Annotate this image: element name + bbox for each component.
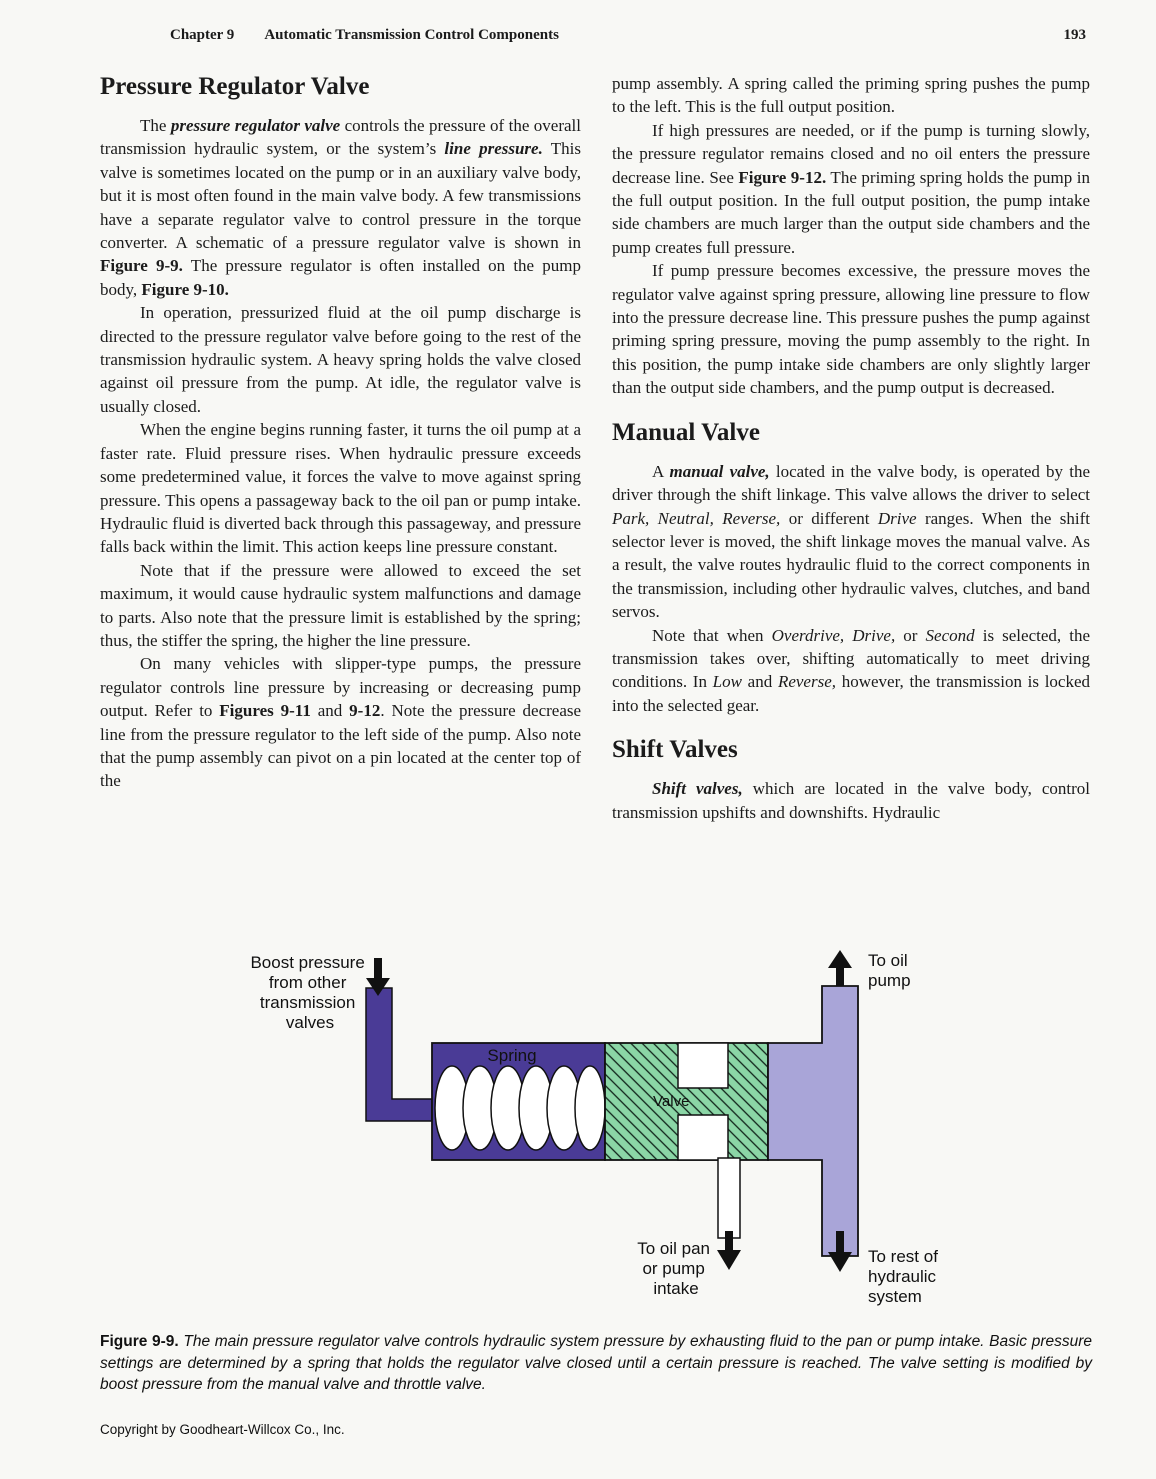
pressure-regulator-valve-schematic: Boost pressure from other transmission v…: [250, 950, 943, 1306]
text-run: is selected, the transmission takes over…: [612, 625, 1090, 692]
figure-9-9-diagram: Boost pressure from other transmission v…: [100, 948, 1056, 1320]
paragraph: pump assembly. A spring called the primi…: [612, 72, 1090, 119]
section-heading-shift-valves: Shift Valves: [612, 736, 738, 764]
text-run: Figure 9-9.: [100, 256, 183, 276]
running-header-left: Chapter 9 Automatic Transmission Control …: [170, 27, 559, 44]
text-run: and: [310, 701, 350, 721]
text-run: Figure 9-9.: [100, 1333, 184, 1350]
output-channel: [767, 985, 859, 1257]
text-run: Reverse,: [777, 672, 836, 692]
paragraph: The pressure regulator valve controls th…: [100, 114, 581, 301]
text-run: When the engine begins running faster, i…: [100, 420, 581, 557]
paragraph: If pump pressure becomes excessive, the …: [612, 259, 1090, 399]
right-column: pump assembly. A spring called the primi…: [612, 72, 1090, 824]
text-run: pressure regulator valve: [170, 116, 341, 135]
paragraph: In operation, pressurized fluid at the o…: [100, 301, 581, 418]
label-valve: Valve: [653, 1093, 689, 1110]
text-run: . Note the pressure decrease line from t…: [100, 701, 582, 791]
spring-loop: [574, 1065, 606, 1151]
text-run: however, the transmission is locked into…: [612, 672, 1091, 715]
to-rest-arrow: [828, 1231, 852, 1272]
text-run: The: [140, 116, 171, 135]
text-run: or: [895, 625, 926, 645]
text-run: Note that when: [652, 625, 772, 645]
text-run: A: [652, 461, 670, 481]
text-run: controls the pressure of the overall tra…: [100, 116, 581, 159]
text-run: This valve is sometimes located on the p…: [100, 139, 581, 253]
paragraph: Shift valves, which are located in the v…: [612, 777, 1090, 824]
text-run: If high pressures are needed, or if the …: [612, 120, 1090, 187]
to-oil-pan-arrow: [717, 1231, 741, 1270]
text-run: line pressure.: [444, 139, 543, 159]
label-boost-pressure: Boost pressure from other transmission v…: [250, 953, 369, 1032]
text-run: which are located in the valve body, con…: [612, 779, 1090, 822]
text-run: Drive: [877, 508, 917, 528]
boost-pressure-arrow: [366, 958, 390, 996]
text-run: ranges. When the shift selector lever is…: [612, 508, 1090, 622]
label-to-oil-pump: To oil pump: [868, 951, 912, 990]
text-run: In operation, pressurized fluid at the o…: [100, 303, 581, 416]
figure-caption: Figure 9-9. The main pressure regulator …: [100, 1331, 1092, 1396]
text-run: located in the valve body, is operated b…: [612, 461, 1090, 505]
text-run: Figure 9-10.: [141, 279, 229, 299]
label-spring: Spring: [487, 1046, 536, 1065]
text-run: Low: [712, 672, 742, 692]
paragraph: On many vehicles with slipper-type pumps…: [100, 652, 581, 792]
text-run: If pump pressure becomes excessive, the …: [612, 261, 1090, 398]
spring-coil: [434, 1065, 606, 1151]
spool-groove-top: [677, 1042, 729, 1089]
text-run: The pressure regulator is often installe…: [100, 256, 581, 299]
text-run: 9-12: [349, 701, 381, 721]
paragraph: Note that if the pressure were allowed t…: [100, 559, 581, 653]
text-run: and: [741, 672, 778, 692]
text-run: The main pressure regulator valve contro…: [100, 1333, 1093, 1393]
text-run: pump assembly. A spring called the primi…: [612, 74, 1090, 117]
text-run: or different: [780, 508, 878, 528]
oil-pan-channel: [717, 1157, 741, 1239]
text-run: Figure 9-12.: [738, 167, 827, 187]
section-heading-pressure-regulator-valve: Pressure Regulator Valve: [100, 73, 370, 100]
text-run: Shift valves,: [652, 779, 743, 799]
paragraph: If high pressures are needed, or if the …: [612, 119, 1090, 259]
page-number: 193: [1063, 27, 1087, 43]
running-header: Chapter 9 Automatic Transmission Control …: [170, 27, 1086, 44]
text-run: Park, Neutral, Reverse,: [612, 508, 781, 528]
text-run: Second: [925, 625, 975, 645]
spool-groove-bottom: [677, 1114, 729, 1161]
text-run: manual valve,: [669, 461, 770, 481]
label-to-rest: To rest of hydraulic system: [868, 1247, 943, 1306]
chapter-number: Chapter 9: [170, 27, 235, 43]
copyright-footer: Copyright by Goodheart-Willcox Co., Inc.: [100, 1422, 345, 1437]
boost-pressure-pipe: [365, 987, 433, 1122]
text-run: The priming spring holds the pump in the…: [612, 167, 1090, 257]
paragraph: Note that when Overdrive, Drive, or Seco…: [612, 624, 1090, 718]
text-run: Figures 9-11: [219, 701, 311, 721]
left-column: Pressure Regulator Valve The pressure re…: [100, 72, 581, 793]
chapter-title: Automatic Transmission Control Component…: [264, 27, 559, 43]
text-run: Note that if the pressure were allowed t…: [100, 560, 581, 650]
text-run: On many vehicles with slipper-type pumps…: [100, 654, 581, 721]
label-to-oil-pan: To oil pan or pump intake: [637, 1239, 715, 1298]
text-run: Overdrive, Drive,: [771, 625, 896, 645]
paragraph: When the engine begins running faster, i…: [100, 418, 581, 558]
to-oil-pump-arrow: [828, 950, 852, 986]
paragraph: A manual valve, located in the valve bod…: [612, 460, 1090, 624]
section-heading-manual-valve: Manual Valve: [612, 418, 760, 446]
